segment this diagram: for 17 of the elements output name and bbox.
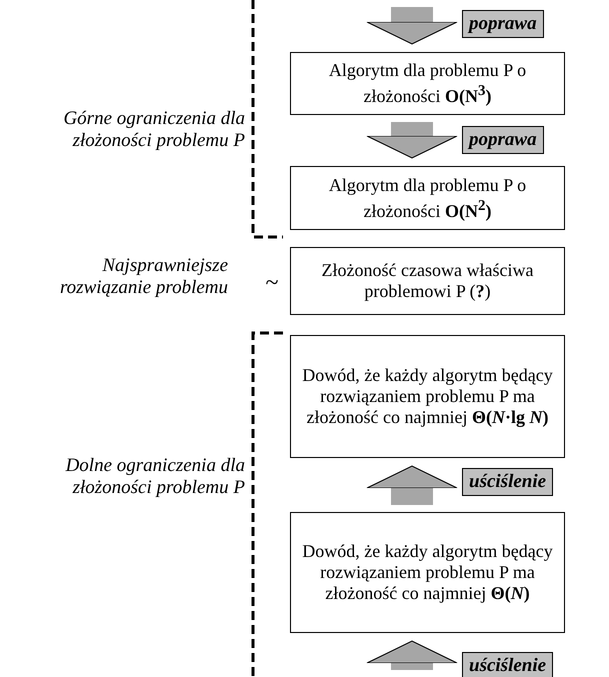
block-arrow bbox=[366, 466, 458, 505]
side-note: Górne ograniczenia dla złożoności problemu P bbox=[62, 108, 245, 152]
similarity-sign: ~ bbox=[264, 272, 280, 294]
block-arrow bbox=[366, 7, 458, 44]
edge-label: uściślenie bbox=[462, 652, 554, 677]
edge-label: poprawa bbox=[462, 10, 544, 38]
side-note: Dolne ograniczenia dla złożoności problemu P bbox=[64, 455, 245, 499]
process-box: Złożoność czasowa właściwa problemowi P (?) bbox=[290, 247, 565, 315]
edge-label: poprawa bbox=[462, 126, 544, 154]
process-box: Algorytm dla problemu P o złożoności O(N$^{3}$) bbox=[290, 52, 565, 115]
side-note: Najsprawniejsze rozwiązanie problemu bbox=[58, 255, 228, 299]
block-arrow bbox=[366, 122, 458, 158]
process-box: Algorytm dla problemu P o złożoności O(N$^{2}$) bbox=[290, 166, 565, 230]
edge-label: uściślenie bbox=[462, 468, 554, 496]
block-arrow bbox=[366, 640, 458, 670]
process-box: Dowód, że każdy algorytm będący rozwiązaniem problemu P ma złożoność co najmniej Θ(N) bbox=[290, 512, 565, 633]
process-box: Dowód, że każdy algorytm będący rozwiązaniem problemu P ma złożoność co najmniej Θ(N·lg N) bbox=[290, 335, 565, 458]
